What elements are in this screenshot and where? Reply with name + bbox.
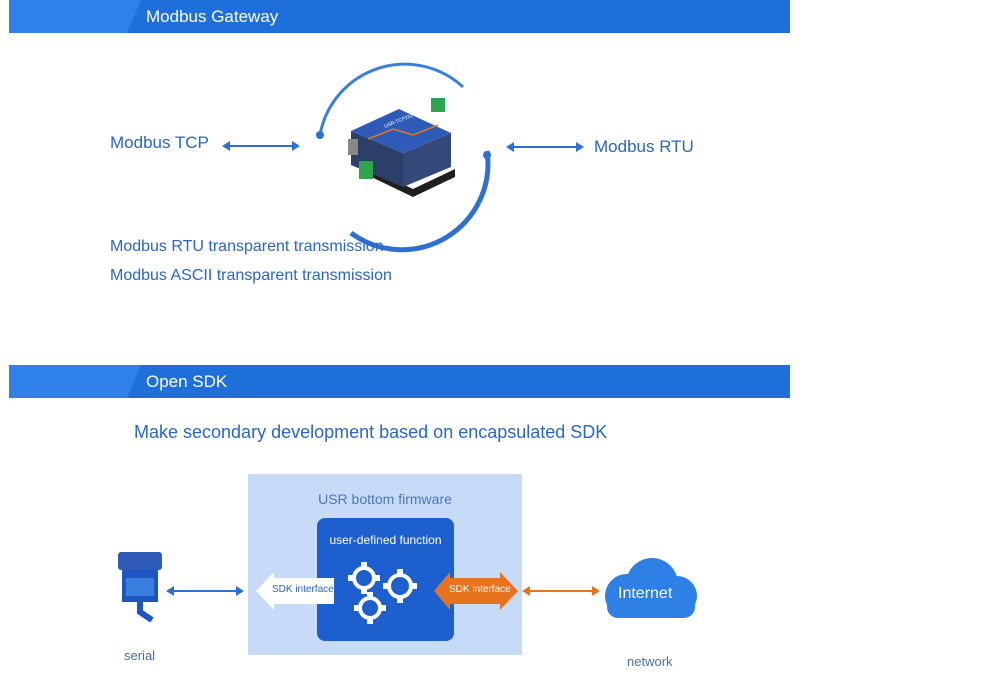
header-accent (9, 365, 127, 398)
sdk-interface-right-arrow (434, 572, 518, 610)
modbus-rtu-label: Modbus RTU (594, 137, 694, 156)
rtu-double-arrow (506, 142, 584, 152)
network-label: network (627, 654, 673, 669)
section-header-gateway: Modbus Gateway (9, 0, 790, 33)
user-function-label: user-defined function (329, 533, 442, 547)
network-double-arrow (522, 586, 600, 596)
firmware-label: USR bottom firmware (318, 491, 452, 507)
tcp-double-arrow (222, 141, 300, 151)
sdk-interface-right-label: SDK interface (449, 584, 511, 595)
header-accent (9, 0, 127, 33)
modbus-tcp-label: Modbus TCP (110, 133, 209, 152)
internet-cloud-icon (605, 558, 697, 618)
sdk-subtitle: Make secondary development based on enca… (134, 422, 608, 442)
user-function-box: user-defined function (317, 518, 454, 641)
gears-icon (348, 562, 417, 624)
section-title-gateway: Modbus Gateway (146, 7, 279, 26)
section-header-sdk: Open SDK (9, 365, 790, 398)
feature-ascii: Modbus ASCII transparent transmission (110, 267, 392, 284)
gateway-device-image: USR-TCP232-304 (348, 98, 455, 197)
header-notch (127, 365, 141, 398)
section-title-sdk: Open SDK (146, 372, 228, 391)
device-ring (316, 62, 491, 253)
internet-label: Internet (618, 585, 673, 602)
serial-label: serial (124, 648, 156, 663)
feature-rtu: Modbus RTU transparent transmission (110, 238, 384, 255)
sdk-interface-left-arrow (256, 572, 334, 610)
serial-double-arrow (166, 586, 244, 596)
sdk-interface-left-label: SDK interface (272, 584, 334, 595)
header-notch (127, 0, 141, 33)
serial-connector-icon (118, 552, 162, 623)
